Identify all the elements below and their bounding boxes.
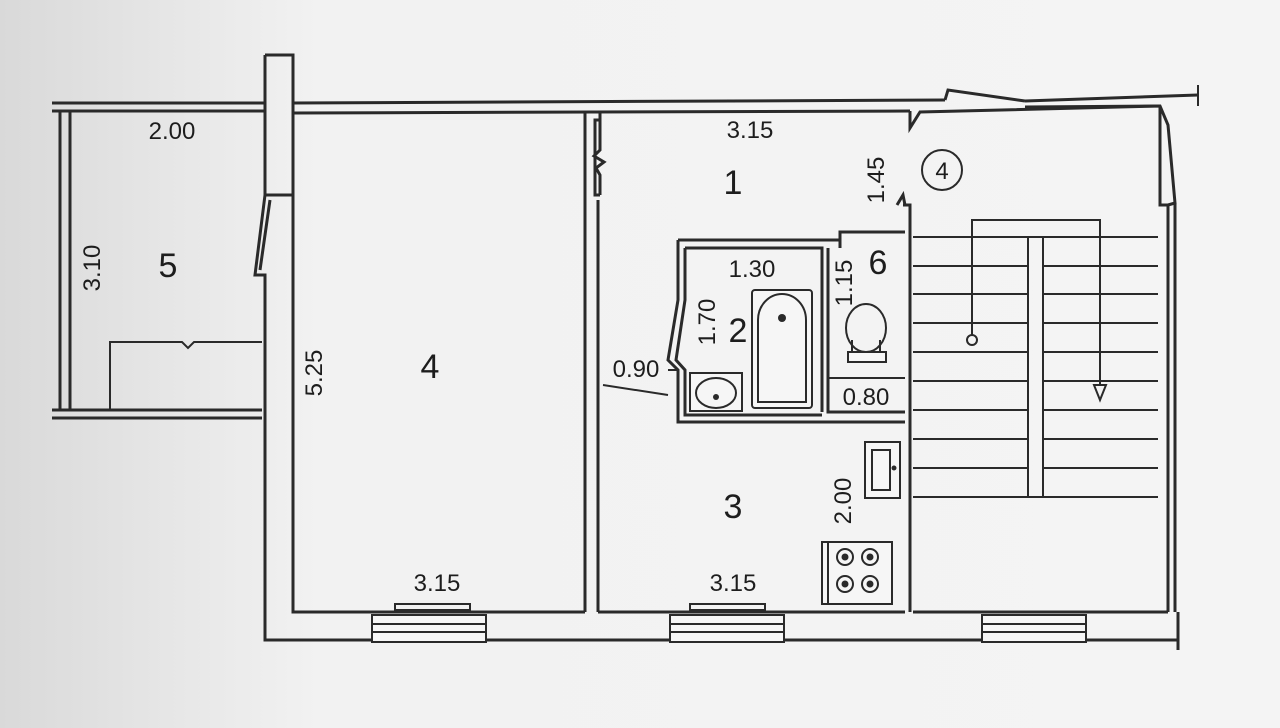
stair-number-label: 4: [935, 158, 948, 185]
room-5-label: 5: [159, 247, 178, 285]
dim-room4-depth: 5.25: [301, 350, 328, 397]
stair-number-badge: 4: [921, 149, 963, 191]
stair-start-dot: [966, 334, 978, 346]
dim-wc-depth: 1.15: [831, 260, 858, 307]
room-2-label: 2: [729, 312, 748, 350]
walls: [52, 53, 1199, 650]
dim-door-gap: 0.90: [613, 356, 660, 383]
room-1-label: 1: [724, 164, 743, 202]
dim-balcony-depth: 3.10: [79, 245, 106, 292]
stove-icon: [821, 541, 893, 605]
room-3-label: 3: [724, 488, 743, 526]
sink-icon: [689, 372, 743, 412]
dimensions: 2.00 3.10 3.15 1.45 1.30 1.70 1.15 0.80 …: [79, 117, 890, 597]
room-6-label: 6: [869, 244, 888, 282]
toilet-icon: [845, 303, 887, 363]
dim-balcony-width: 2.00: [149, 118, 196, 145]
room-numbers: 1 2 3 4 5 6 4: [159, 149, 963, 526]
stair-arrow-icon: [1092, 384, 1108, 403]
dim-wc-width: 0.80: [843, 384, 890, 411]
room-4-label: 4: [421, 348, 440, 386]
staircase: [913, 219, 1158, 498]
window-stair: [981, 614, 1087, 643]
window-room4: [371, 614, 487, 643]
window-kitchen: [669, 614, 785, 643]
windows: [371, 614, 1087, 643]
fixtures: [689, 289, 901, 605]
dim-room4-width: 3.15: [414, 570, 461, 597]
radiators: [394, 603, 766, 611]
dim-kitchen-width: 3.15: [710, 570, 757, 597]
dim-hall-depth: 1.45: [863, 157, 890, 204]
dim-hall-width: 3.15: [727, 117, 774, 144]
kitchen-sink-icon: [864, 441, 901, 499]
dim-kitchen-depth: 2.00: [830, 478, 857, 525]
bathtub-icon: [751, 289, 813, 409]
dim-bath-width: 1.30: [729, 256, 776, 283]
dim-bath-depth: 1.70: [694, 299, 721, 346]
